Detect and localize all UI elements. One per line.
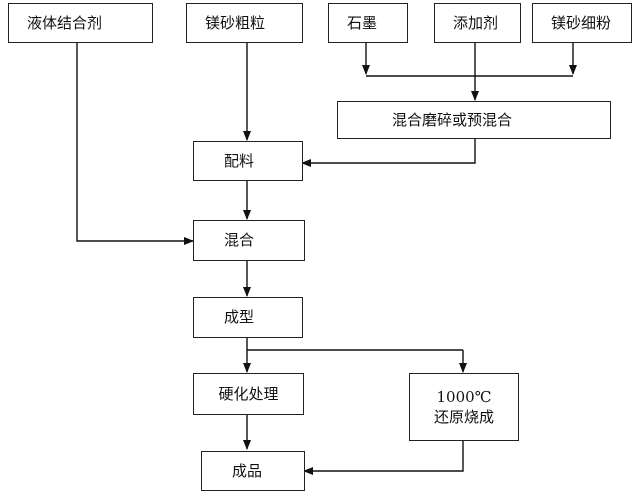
node-forming: 成型 (193, 297, 303, 338)
node-reduction-label: 还原烧成 (433, 408, 494, 426)
node-batching-label: 配料 (224, 151, 255, 170)
node-reduction-firing: 1000℃ 还原烧成 (409, 373, 519, 441)
arrow-reduction-to-product (303, 440, 464, 475)
node-coarse-magnesia: 镁砂粗粒 (186, 3, 303, 43)
node-product: 成品 (201, 451, 305, 491)
node-hardening-label: 硬化处理 (218, 384, 279, 403)
node-reduction-temp: 1000℃ (436, 387, 492, 406)
node-coarse-magnesia-label: 镁砂粗粒 (205, 13, 266, 32)
node-hardening: 硬化处理 (193, 373, 304, 415)
node-mixing-label: 混合 (224, 231, 255, 250)
node-additive-label: 添加剂 (453, 13, 499, 32)
arrow-premix-to-batching (301, 138, 476, 167)
arrow-binder-to-mixing (76, 42, 194, 245)
node-forming-label: 成型 (224, 308, 255, 327)
node-mixing: 混合 (193, 220, 305, 261)
node-fine-magnesia: 镁砂细粉 (532, 3, 632, 43)
node-batching: 配料 (193, 141, 303, 181)
node-liquid-binder: 液体结合剂 (8, 3, 153, 43)
node-liquid-binder-label: 液体结合剂 (27, 13, 103, 32)
node-product-label: 成品 (232, 461, 263, 480)
node-premix-label: 混合磨碎或预混合 (392, 110, 513, 129)
node-fine-magnesia-label: 镁砂细粉 (551, 13, 612, 32)
node-graphite: 石墨 (328, 3, 408, 43)
node-graphite-label: 石墨 (347, 13, 378, 32)
node-additive: 添加剂 (434, 3, 521, 43)
node-premix: 混合磨碎或预混合 (337, 101, 611, 139)
